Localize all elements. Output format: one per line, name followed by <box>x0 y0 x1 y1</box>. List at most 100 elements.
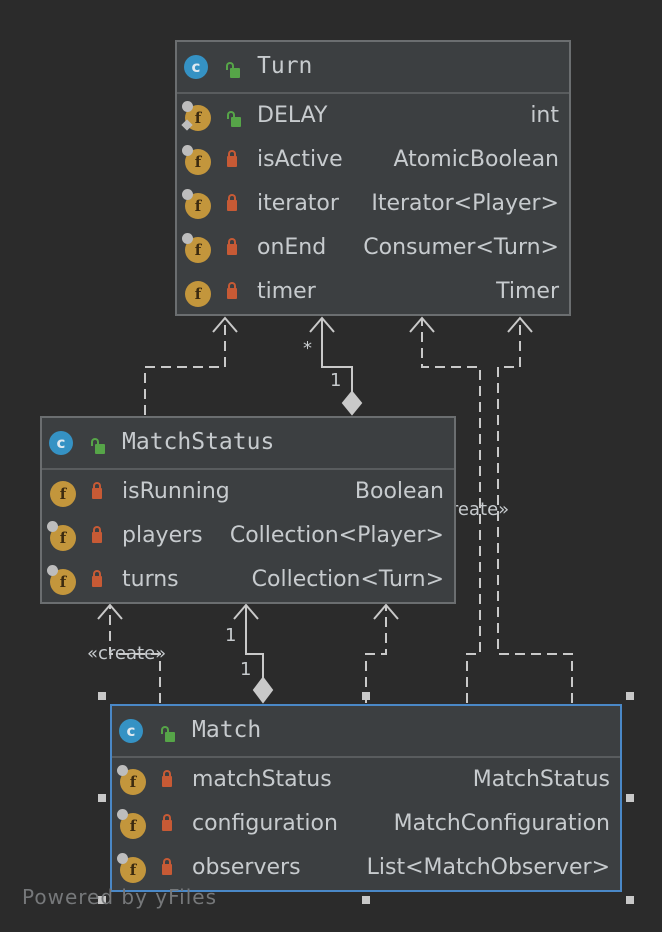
class-name: Turn <box>257 53 313 79</box>
field-icon: f <box>47 521 76 551</box>
dependency-match-status-arrow-1 <box>97 603 123 620</box>
field-type: List<MatchObserver> <box>366 855 610 880</box>
resize-handle-e[interactable] <box>626 794 634 802</box>
lock-icon <box>227 194 237 211</box>
multiplicity-turn-one: 1 <box>330 370 342 391</box>
field-icon: f <box>117 853 146 883</box>
lock-icon <box>162 858 172 875</box>
field-name: turns <box>122 567 179 592</box>
multiplicity-status-one-top: 1 <box>225 625 237 646</box>
resize-handle-w[interactable] <box>98 794 106 802</box>
field-row[interactable]: f iterator Iterator<Player> <box>177 186 569 230</box>
composition-diamond-match <box>252 676 274 704</box>
field-name: onEnd <box>257 235 327 260</box>
field-type: MatchStatus <box>472 767 610 792</box>
dependency-match-turn-arrow-1 <box>409 316 435 333</box>
class-header: c MatchStatus <box>42 418 454 470</box>
resize-handle-s[interactable] <box>362 896 370 904</box>
pin-icon <box>182 189 193 200</box>
field-icon: f <box>185 281 211 307</box>
resize-handle-sw[interactable] <box>98 896 106 904</box>
lock-icon <box>162 814 172 831</box>
lock-open-icon <box>161 726 175 742</box>
multiplicity-turn-many: * <box>303 338 312 359</box>
dependency-match-create-turn <box>421 318 573 703</box>
class-icon: c <box>119 719 143 743</box>
resize-handle-ne[interactable] <box>626 692 634 700</box>
dependency-status-to-turn-arrow <box>212 316 238 333</box>
field-icon: f <box>47 565 76 595</box>
class-node-match-status[interactable]: c MatchStatus f isRunning Boolean f play… <box>40 416 456 604</box>
field-name: iterator <box>257 191 339 216</box>
field-row[interactable]: f DELAY int <box>177 98 569 142</box>
lock-icon <box>227 238 237 255</box>
field-row[interactable]: f isRunning Boolean <box>42 474 454 518</box>
lock-icon <box>162 770 172 787</box>
pin-icon <box>47 565 58 576</box>
field-name: isRunning <box>122 479 230 504</box>
field-name: observers <box>192 855 301 880</box>
field-row[interactable]: f observers List<MatchObserver> <box>112 850 620 894</box>
resize-handle-nw[interactable] <box>98 692 106 700</box>
field-name: isActive <box>257 147 343 172</box>
field-type: Collection<Player> <box>229 523 444 548</box>
class-header: c Turn <box>177 42 569 94</box>
lock-open-icon <box>227 111 241 127</box>
multiplicity-status-one-bottom: 1 <box>240 659 252 680</box>
lock-icon <box>92 570 102 587</box>
field-name: matchStatus <box>192 767 332 792</box>
pin-icon <box>182 145 193 156</box>
field-type: Timer <box>496 279 559 304</box>
field-list: f DELAY int f isActive AtomicBoolean f i… <box>177 98 569 318</box>
field-type: MatchConfiguration <box>393 811 610 836</box>
field-row[interactable]: f configuration MatchConfiguration <box>112 806 620 850</box>
field-type: Consumer<Turn> <box>363 235 559 260</box>
field-icon: f <box>182 145 211 175</box>
pin-icon <box>117 765 128 776</box>
field-icon: f <box>181 101 211 131</box>
static-marker-icon <box>181 119 193 131</box>
field-row[interactable]: f players Collection<Player> <box>42 518 454 562</box>
field-icon: f <box>182 233 211 263</box>
field-name: DELAY <box>257 103 328 128</box>
resize-handle-se[interactable] <box>626 896 634 904</box>
field-row[interactable]: f onEnd Consumer<Turn> <box>177 230 569 274</box>
class-icon: c <box>49 431 73 455</box>
composition-status-arrow <box>233 603 259 620</box>
field-name: players <box>122 523 203 548</box>
create-label-status: «create» <box>87 643 167 664</box>
class-node-turn[interactable]: c Turn f DELAY int f isActive AtomicBool… <box>175 40 571 316</box>
field-name: configuration <box>192 811 338 836</box>
lock-icon <box>92 482 102 499</box>
class-name: MatchStatus <box>122 429 275 455</box>
lock-icon <box>92 526 102 543</box>
field-row[interactable]: f timer Timer <box>177 274 569 318</box>
class-header: c Match <box>112 706 620 758</box>
pin-icon <box>182 233 193 244</box>
field-row[interactable]: f matchStatus MatchStatus <box>112 762 620 806</box>
field-row[interactable]: f isActive AtomicBoolean <box>177 142 569 186</box>
field-list: f matchStatus MatchStatus f configuratio… <box>112 762 620 894</box>
composition-turn-status <box>321 318 353 392</box>
field-icon: f <box>117 809 146 839</box>
lock-open-icon <box>226 62 240 78</box>
field-name: timer <box>257 279 316 304</box>
class-icon: c <box>184 55 208 79</box>
pin-icon <box>117 853 128 864</box>
resize-handle-n[interactable] <box>362 692 370 700</box>
composition-diamond-status <box>341 390 363 416</box>
field-type: int <box>530 103 559 128</box>
lock-open-icon <box>91 438 105 454</box>
field-icon: f <box>50 481 76 507</box>
composition-turn-arrow <box>309 316 335 333</box>
pin-icon <box>182 101 193 112</box>
field-row[interactable]: f turns Collection<Turn> <box>42 562 454 606</box>
class-node-match[interactable]: c Match f matchStatus MatchStatus f conf… <box>110 704 622 892</box>
pin-icon <box>47 521 58 532</box>
field-type: Iterator<Player> <box>371 191 559 216</box>
field-type: Collection<Turn> <box>251 567 444 592</box>
class-name: Match <box>192 717 262 743</box>
lock-icon <box>227 282 237 299</box>
yfiles-watermark: Powered by yFiles <box>22 885 217 909</box>
